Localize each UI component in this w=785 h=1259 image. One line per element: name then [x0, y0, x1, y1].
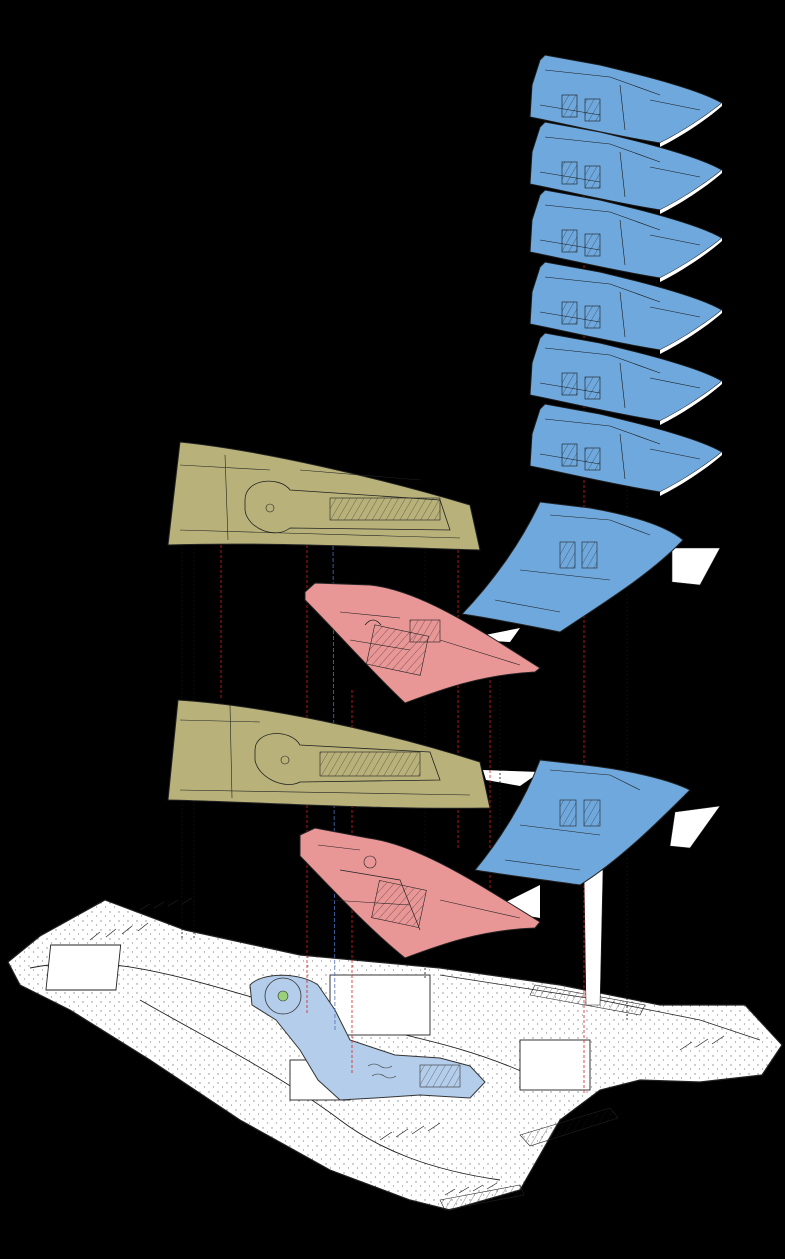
tower-floor-plate	[529, 54, 723, 147]
ground-block-a	[45, 944, 122, 991]
tower-floor-stack	[529, 54, 723, 496]
connector-blue-right-2	[669, 805, 721, 849]
pink-floor-lower	[299, 827, 541, 959]
ground-level-plan	[7, 897, 783, 1211]
ground-block-b	[329, 974, 431, 1036]
ground-road-line-2	[139, 999, 501, 1181]
connector-mid	[483, 770, 540, 786]
olive-floor-upper	[167, 441, 481, 551]
edge-band-right	[519, 1107, 619, 1147]
fountain	[277, 990, 289, 1002]
tower-column	[583, 869, 604, 1006]
blue-wing-lower	[474, 759, 691, 886]
pink-floor-upper	[304, 582, 541, 704]
ground-road-line-3	[439, 974, 761, 1041]
edge-band-bottom	[439, 1184, 525, 1211]
tower-floor-plate	[529, 189, 723, 282]
tower-floor-plate	[529, 403, 723, 496]
tower-core	[470, 547, 721, 1006]
olive-floor-lower	[167, 699, 491, 809]
tower-floor-plate	[529, 121, 723, 214]
connector-blue-right	[671, 547, 721, 586]
ground-block-c	[519, 1039, 591, 1091]
pool-wave	[367, 1063, 397, 1079]
blue-wing-upper	[460, 501, 684, 633]
tower-floor-plate	[529, 332, 723, 425]
tower-floor-plate	[529, 261, 723, 354]
pool-hatch	[419, 1064, 461, 1088]
parking-stripes	[89, 897, 725, 1196]
